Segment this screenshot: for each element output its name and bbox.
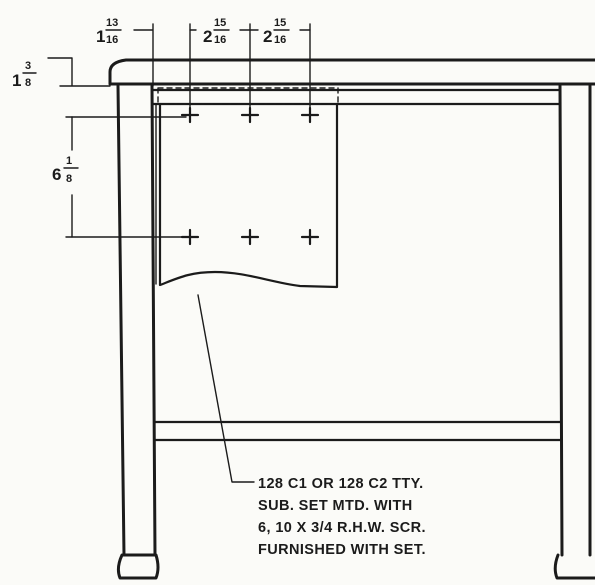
dim-denominator: 16 (106, 34, 118, 46)
dim-label-top-offset: 1 13 16 (96, 17, 122, 46)
dim-label-spacing-right: 2 15 16 (263, 17, 290, 46)
dim-numerator: 3 (25, 60, 31, 72)
dim-whole: 1 (12, 71, 21, 90)
table-apron (151, 88, 562, 106)
note-line: 128 C1 OR 128 C2 TTY. (258, 476, 424, 492)
dim-label-top-drop: 1 3 8 (12, 60, 37, 90)
mounting-note: 128 C1 OR 128 C2 TTY. SUB. SET MTD. WITH… (258, 476, 426, 558)
left-foot (116, 553, 160, 580)
dim-numerator: 13 (106, 17, 118, 29)
dim-label-spacing-left: 2 15 16 (203, 17, 230, 46)
lower-stretcher (153, 420, 562, 442)
left-leg (116, 84, 157, 557)
note-line: FURNISHED WITH SET. (258, 542, 426, 558)
right-foot (553, 553, 595, 580)
dim-label-vertical: 6 1 8 (52, 155, 79, 185)
dim-spacing-ext (189, 23, 311, 116)
dim-whole: 2 (263, 27, 272, 46)
dim-denominator: 16 (274, 34, 286, 46)
dim-top-offset-line (133, 23, 154, 87)
dim-denominator: 8 (66, 173, 72, 185)
dim-denominator: 16 (214, 34, 226, 46)
note-line: SUB. SET MTD. WITH (258, 498, 413, 514)
dim-top-drop-line (47, 57, 111, 87)
screw-mark (300, 228, 320, 246)
note-line: 6, 10 X 3/4 R.H.W. SCR. (258, 520, 426, 536)
dim-numerator: 15 (214, 17, 226, 29)
dim-denominator: 8 (25, 77, 31, 89)
dimension-lines (47, 23, 311, 483)
table-structure (108, 58, 595, 580)
panel-outline (158, 102, 339, 289)
dim-numerator: 1 (66, 155, 72, 167)
dim-whole: 2 (203, 27, 212, 46)
dim-vertical-ext (65, 116, 187, 238)
table-top (108, 58, 595, 86)
dim-whole: 6 (52, 165, 61, 184)
right-leg (558, 84, 592, 557)
panel-dashed-top (157, 87, 339, 105)
subset-panel (155, 87, 339, 289)
dim-whole: 1 (96, 27, 105, 46)
dim-numerator: 15 (274, 17, 286, 29)
screw-marks (180, 106, 320, 246)
note-leader (197, 294, 255, 483)
screw-mark (240, 228, 260, 246)
